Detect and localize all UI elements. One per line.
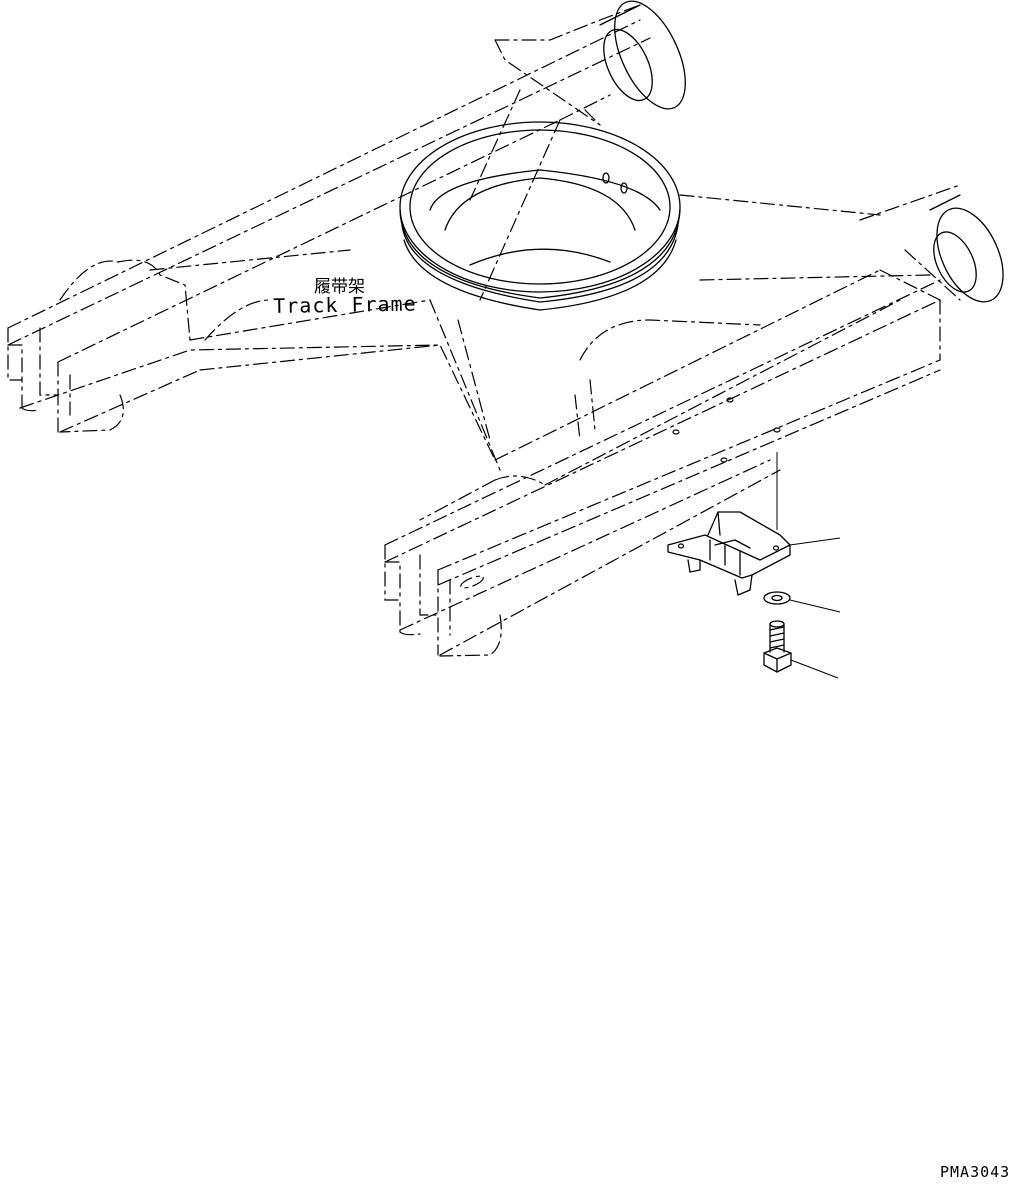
rear-boss-left bbox=[599, 0, 686, 110]
swing-circle-ring bbox=[399, 121, 681, 311]
drawing-code: PMA3043 bbox=[940, 1163, 1011, 1181]
leader-line-bolt bbox=[790, 659, 839, 679]
washer-part bbox=[763, 591, 791, 605]
track-frame-label-chinese: 履带架 bbox=[314, 277, 365, 297]
track-frame-outline bbox=[7, 4, 961, 657]
leader-line-washer bbox=[789, 599, 841, 613]
bolt-part bbox=[763, 620, 792, 673]
track-frame-label-english: Track Frame bbox=[273, 291, 417, 318]
rear-boss-right bbox=[929, 194, 1004, 303]
leader-line-bracket bbox=[789, 537, 841, 546]
bracket-part bbox=[667, 511, 791, 596]
